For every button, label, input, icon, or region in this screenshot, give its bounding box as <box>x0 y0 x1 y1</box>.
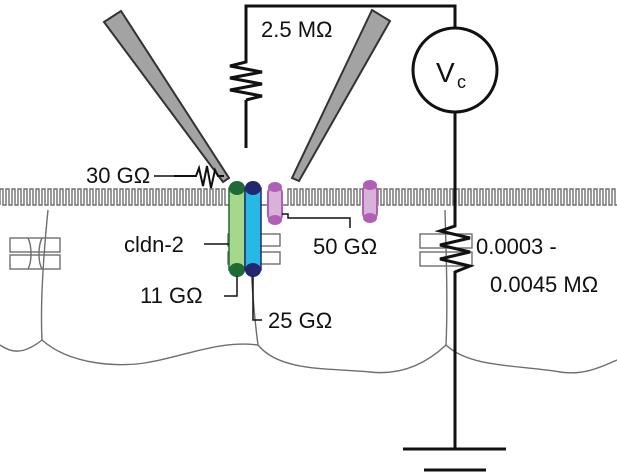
resistor-electrode <box>174 164 224 189</box>
leader-11g <box>224 276 238 297</box>
label-epithelial-resistance-line1: 0.0003 - <box>476 234 557 259</box>
channel-cldn2-green <box>228 181 246 277</box>
circuit-wires <box>244 4 457 448</box>
left-electrode <box>102 9 231 184</box>
resistor-top <box>229 58 263 102</box>
ground-symbol <box>403 447 506 472</box>
channel-purple-right <box>362 180 378 223</box>
label-epithelial-resistance-line2: 0.0045 MΩ <box>490 272 598 297</box>
channel-purple-left <box>267 182 283 225</box>
channel-cldn2-blue <box>244 181 262 277</box>
vc-label: V <box>436 57 455 88</box>
wire-top <box>244 4 457 58</box>
label-50-gohm: 50 GΩ <box>313 234 377 259</box>
label-cldn-2: cldn-2 <box>124 232 184 257</box>
right-electrode <box>290 8 392 183</box>
label-30-gohm: 30 GΩ <box>86 163 150 188</box>
leader-50g <box>282 213 351 228</box>
leader-25g <box>252 276 262 321</box>
tight-junction-left <box>9 237 61 270</box>
label-11-gohm: 11 GΩ <box>140 283 203 308</box>
vc-subscript: c <box>457 72 466 92</box>
cell-boundary <box>40 209 49 341</box>
cell-boundary <box>444 209 448 346</box>
label-2-5-mohm: 2.5 MΩ <box>261 17 332 42</box>
resistor-epithelium <box>434 222 475 278</box>
label-25-gohm: 25 GΩ <box>268 308 332 333</box>
leader-lines <box>204 213 351 321</box>
voltage-clamp-symbol <box>411 26 499 114</box>
basal-membrane <box>0 339 617 374</box>
tight-junction-right <box>419 233 473 267</box>
epithelium <box>0 188 617 374</box>
microvilli-border <box>0 188 617 206</box>
